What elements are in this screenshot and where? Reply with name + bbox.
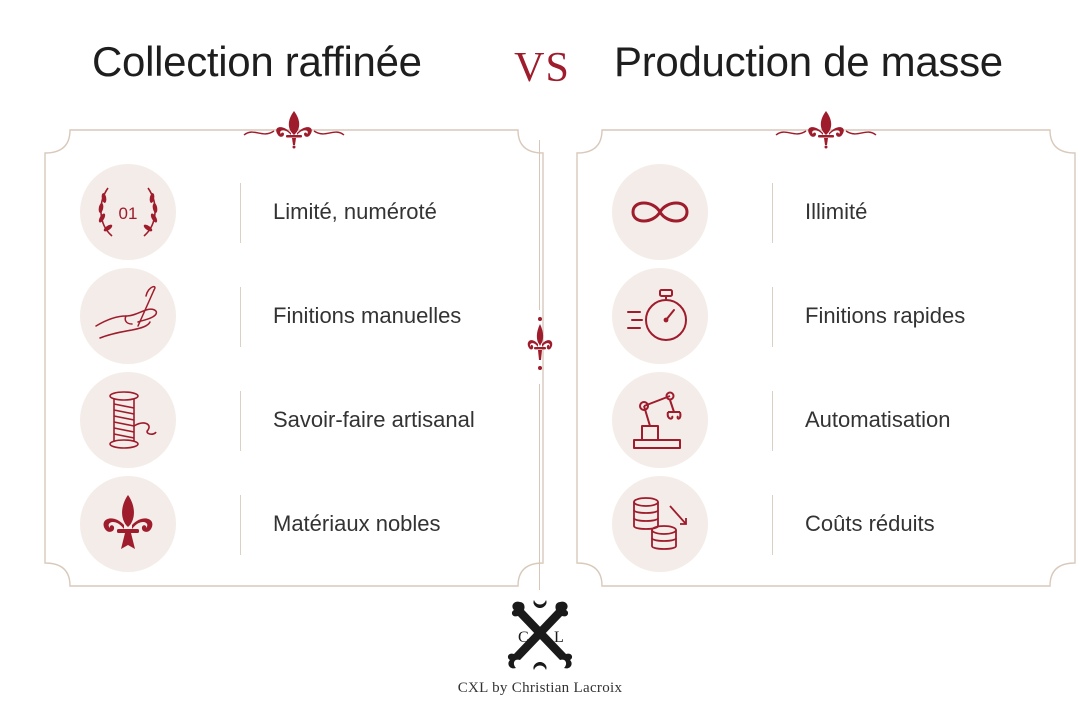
svg-text:C: C	[518, 629, 529, 646]
list-item: Coûts réduits	[612, 473, 1080, 577]
item-label: Coûts réduits	[805, 511, 935, 536]
list-item: Matériaux nobles	[80, 473, 548, 577]
right-title: Production de masse	[614, 38, 1003, 85]
fleur-de-lis-icon	[80, 476, 176, 572]
refined-collection-panel: 01 Limité, numéroté Finition	[40, 111, 548, 591]
vs-label: VS	[514, 45, 570, 91]
svg-text:L: L	[554, 629, 564, 646]
laurel-icon: 01	[80, 164, 176, 260]
item-label: Matériaux nobles	[273, 511, 441, 536]
center-fleur-ornament-icon	[527, 317, 553, 370]
item-label: Finitions rapides	[805, 303, 966, 328]
infinity-icon	[612, 164, 708, 260]
left-title: Collection raffinée	[92, 38, 422, 85]
hand-needle-icon	[80, 268, 176, 364]
brand-name: CXL by Christian Lacroix	[457, 680, 623, 696]
item-label: Automatisation	[805, 407, 951, 432]
list-item: Savoir-faire artisanal	[80, 369, 548, 473]
cxl-logo: C L	[507, 600, 573, 670]
center-divider-top	[539, 140, 540, 310]
list-item: Illimité	[612, 161, 1080, 265]
list-item: Finitions manuelles	[80, 265, 548, 369]
list-item: 01 Limité, numéroté	[80, 161, 548, 265]
item-label: Limité, numéroté	[273, 199, 437, 224]
robot-arm-icon	[612, 372, 708, 468]
center-divider-bottom	[539, 384, 540, 590]
item-label: Finitions manuelles	[273, 303, 462, 328]
mass-production-panel: Illimité Finitions r	[572, 111, 1080, 591]
stopwatch-icon	[612, 268, 708, 364]
ornamental-frame	[44, 129, 544, 587]
item-label: Savoir-faire artisanal	[273, 407, 475, 432]
list-item: Automatisation	[612, 369, 1080, 473]
fleur-de-lis-ornament-icon	[775, 111, 877, 149]
fleur-de-lis-ornament-icon	[243, 111, 345, 149]
item-label: Illimité	[805, 199, 868, 224]
ornamental-frame	[576, 129, 1076, 587]
list-item: Finitions rapides	[612, 265, 1080, 369]
svg-text:01: 01	[119, 204, 138, 223]
coins-down-icon	[612, 476, 708, 572]
thread-spool-icon	[80, 372, 176, 468]
